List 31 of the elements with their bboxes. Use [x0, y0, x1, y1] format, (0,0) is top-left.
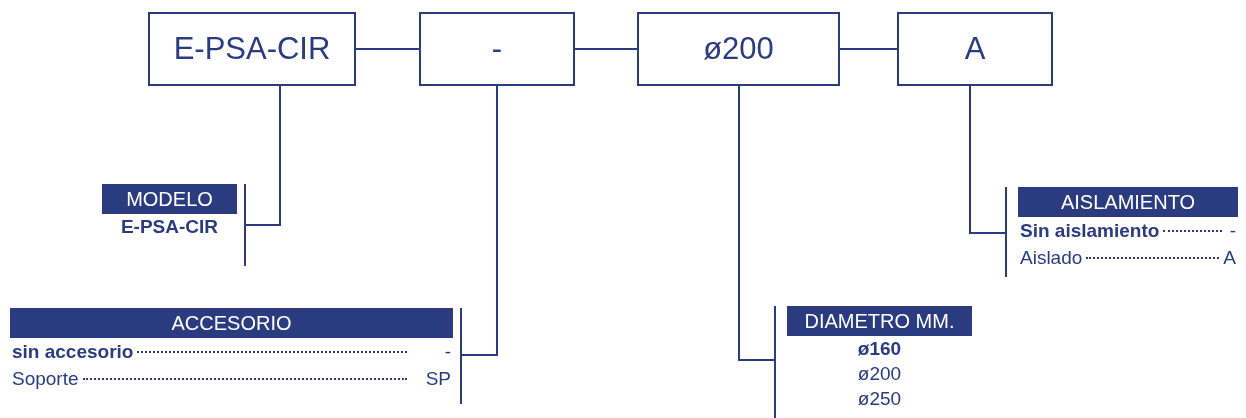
option-text: sin accesorio	[12, 340, 134, 364]
heading-band: ACCESORIO	[10, 308, 453, 338]
code-box: E-PSA-CIR	[148, 12, 356, 86]
option-text: Sin aislamiento	[1020, 219, 1160, 243]
heading-band: DIAMETRO MM.	[787, 306, 972, 336]
option-group	[1005, 187, 1238, 277]
option-code: -	[443, 340, 451, 364]
option-code: A	[1223, 246, 1236, 270]
option-text: E-PSA-CIR	[119, 215, 220, 239]
heading-band: AISLAMIENTO	[1018, 187, 1238, 217]
connector-line	[839, 48, 898, 50]
code-box: ø200	[637, 12, 840, 86]
option-text: Aislado	[1020, 246, 1083, 270]
option-text: Soporte	[12, 367, 79, 391]
heading-band: MODELO	[102, 184, 237, 214]
option-code: -	[1228, 219, 1236, 243]
connector-line	[460, 85, 498, 356]
code-box: -	[419, 12, 575, 86]
connector-line	[574, 48, 638, 50]
option-text: ø250	[856, 387, 903, 411]
code-box: A	[897, 12, 1053, 86]
option-group	[102, 184, 246, 266]
option-text: ø160	[856, 337, 903, 361]
connector-line	[969, 85, 1006, 234]
connector-line	[355, 48, 420, 50]
connector-line	[244, 85, 281, 226]
option-code: SP	[424, 367, 451, 391]
option-text: ø200	[856, 362, 903, 386]
option-group	[10, 308, 462, 404]
option-group	[774, 306, 972, 418]
connector-line	[738, 85, 775, 361]
